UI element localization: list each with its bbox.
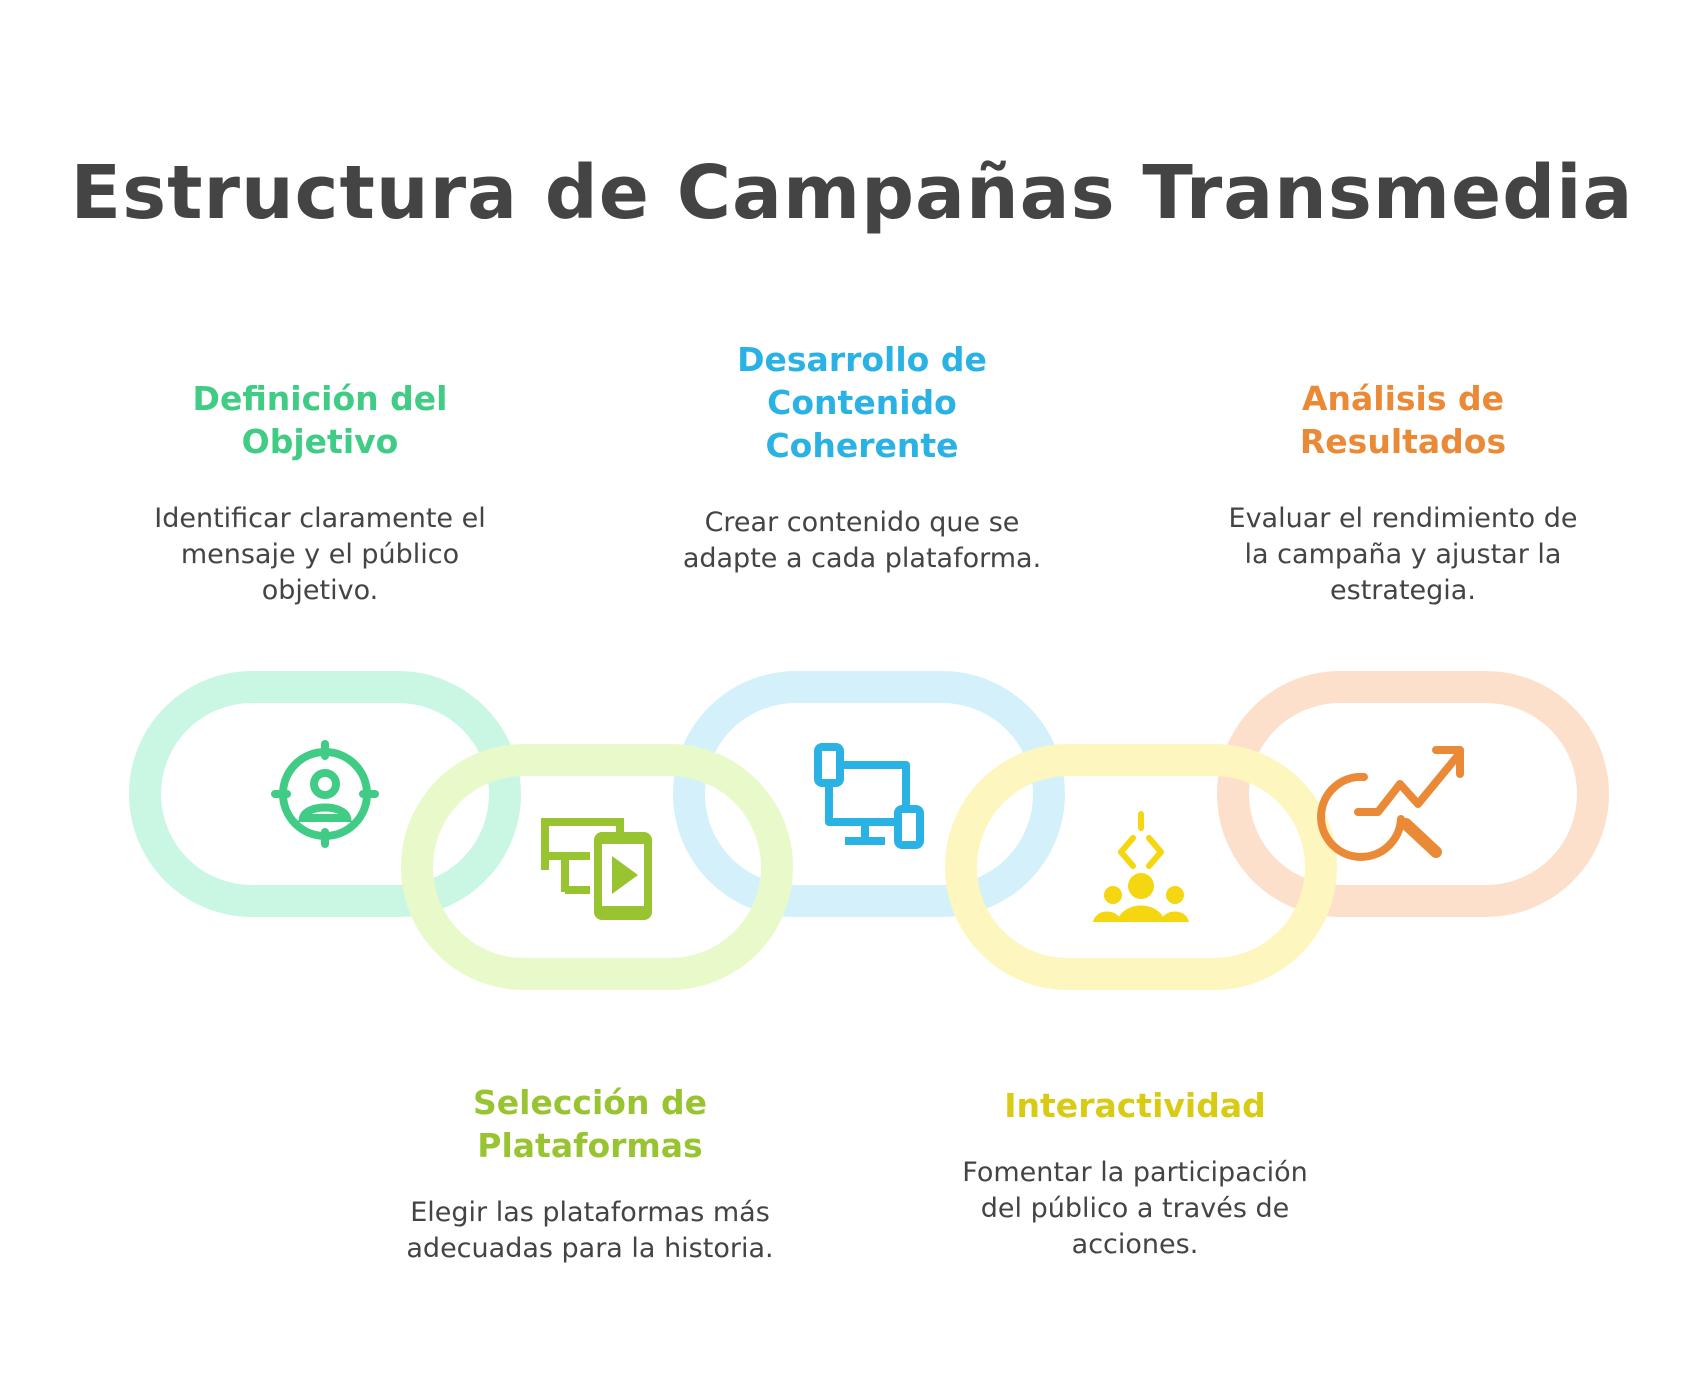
chain-link-1 (129, 671, 521, 917)
step-heading: Interactividad (1004, 1086, 1266, 1125)
diagram-title: Estructura de Campañas Transmedia (70, 150, 1634, 236)
step-analisis-resultados: Análisis de Resultados Evaluar el rendim… (1213, 377, 1593, 609)
chain-link-2 (401, 744, 793, 990)
step-heading: Selección de Plataformas (473, 1083, 707, 1165)
step-heading: Análisis de Resultados (1299, 379, 1507, 461)
step-description: Fomentar la participación del público a … (962, 1157, 1308, 1260)
step-description: Identificar claramente el mensaje y el p… (154, 503, 486, 606)
step-desarrollo-contenido: Desarrollo de Contenido Coherente Crear … (672, 338, 1052, 577)
step-description: Elegir las plataformas más adecuadas par… (406, 1197, 774, 1264)
audience-interaction-icon (1093, 811, 1189, 922)
step-description: Crear contenido que se adapte a cada pla… (682, 507, 1042, 574)
step-heading: Desarrollo de Contenido Coherente (737, 340, 987, 465)
step-interactividad: Interactividad Fomentar la participación… (945, 1084, 1325, 1263)
step-seleccion-plataformas: Selección de Plataformas Elegir las plat… (400, 1081, 780, 1267)
chain-link-4 (945, 744, 1337, 990)
network-devices-icon (814, 743, 924, 849)
chain-link-5 (1217, 671, 1609, 917)
step-heading: Definición del Objetivo (192, 379, 448, 461)
analytics-magnifier-icon (1317, 746, 1464, 861)
step-definicion-objetivo: Definición del Objetivo Identificar clar… (130, 377, 510, 609)
chain-link-3 (673, 671, 1065, 917)
target-user-icon (271, 740, 379, 848)
step-description: Evaluar el rendimiento de la campaña y a… (1228, 503, 1578, 606)
devices-play-icon (541, 818, 652, 920)
